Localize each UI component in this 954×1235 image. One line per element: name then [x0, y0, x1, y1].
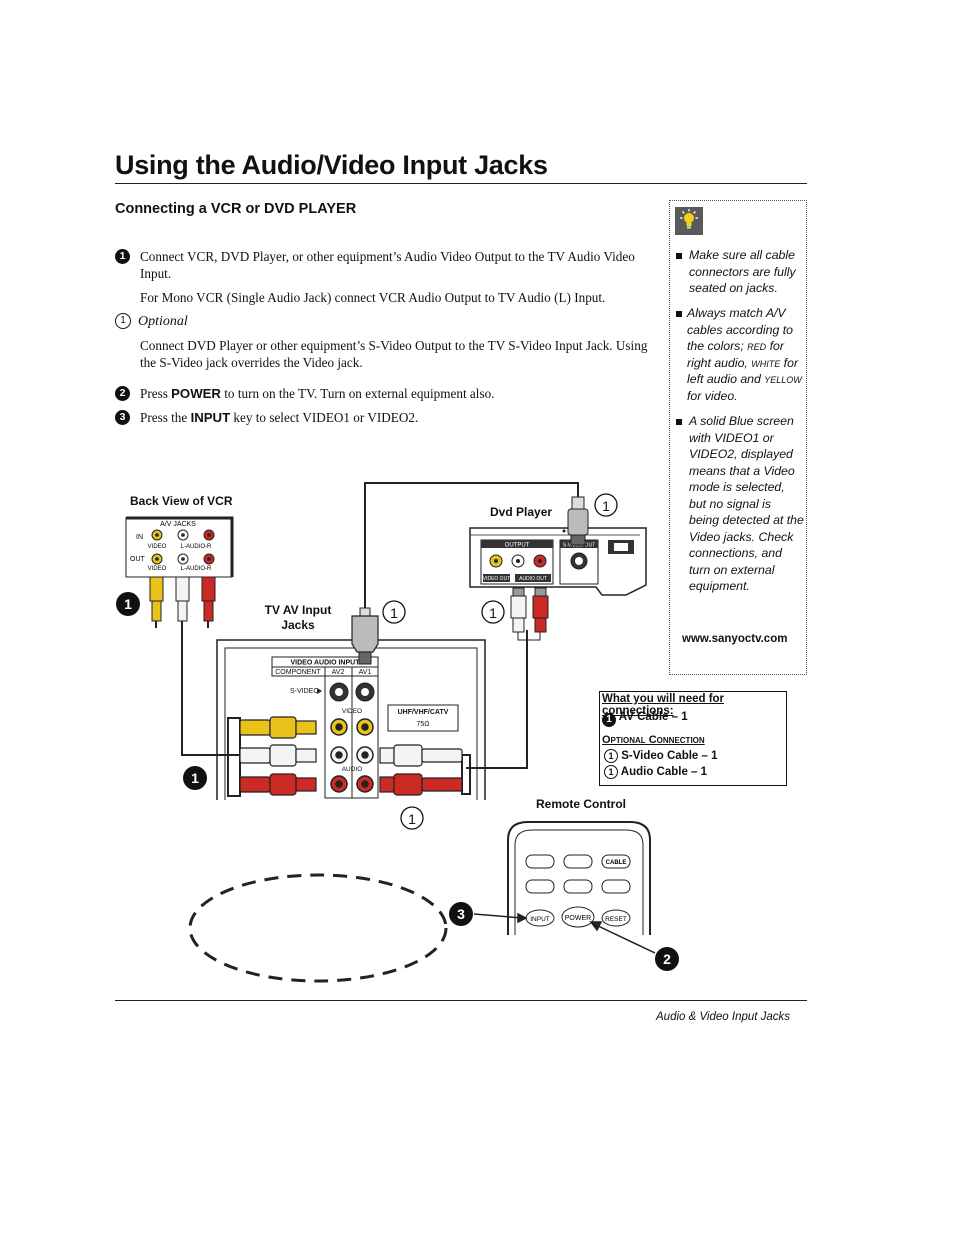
svg-text:AV1: AV1	[359, 669, 372, 676]
svideo-plug-dvd	[567, 496, 589, 546]
svg-text:1: 1	[390, 605, 398, 621]
needs-optional-heading: Optional Connection	[602, 734, 705, 746]
svg-text:VIDEO OUT: VIDEO OUT	[483, 576, 511, 582]
tv-panel	[216, 639, 486, 800]
tv-rca-jacks	[330, 718, 374, 793]
svg-text:1: 1	[191, 770, 199, 786]
svg-text:AUDIO OUT: AUDIO OUT	[519, 576, 547, 582]
power-keyword: POWER	[171, 386, 221, 401]
step-optional-text: Connect DVD Player or other equipment’s …	[140, 338, 648, 370]
footer-rule	[115, 1000, 807, 1001]
dvd-player-panel: OUTPUT VIDEO OUT AUDIO OUT S-VIDEO OUT	[469, 527, 647, 596]
svg-text:VIDEO: VIDEO	[342, 708, 362, 715]
step-1-mono-note: For Mono VCR (Single Audio Jack) connect…	[140, 290, 606, 305]
svg-text:S-VIDEO: S-VIDEO	[290, 688, 319, 695]
svg-text:3: 3	[457, 906, 465, 922]
needs-audio-cable: 1 Audio Cable – 1	[604, 765, 707, 779]
svg-text:L-AUDIO-R: L-AUDIO-R	[181, 566, 212, 572]
svg-text:AV2: AV2	[332, 669, 345, 676]
needs-box: What you will need for connections: 1 AV…	[599, 691, 787, 786]
tip-color-match: Always match A/V cables according to the…	[670, 305, 804, 404]
vcr-plugs-into-tv	[227, 716, 317, 797]
lightbulb-icon	[675, 207, 703, 235]
remote-power-button	[561, 906, 595, 928]
remote-control-label: Remote Control	[536, 797, 626, 811]
step-3-post: key to select VIDEO1 or VIDEO2.	[230, 410, 419, 425]
svg-text:RESET: RESET	[605, 916, 627, 923]
tip-cable-seating: Make sure all cable connectors are fully…	[670, 247, 804, 297]
remote-control: CABLE INPUT POWER RESET	[507, 821, 651, 935]
section-subtitle: Connecting a VCR or DVD PLAYER	[115, 201, 357, 217]
dvd-plugs-into-tv	[379, 744, 471, 796]
remote-cable-button	[601, 854, 631, 869]
svg-text:2: 2	[663, 951, 671, 967]
step-optional: 1 Optional	[115, 313, 655, 330]
svg-text:1: 1	[124, 596, 132, 612]
svg-text:AUDIO: AUDIO	[342, 766, 363, 773]
remote-arrows	[473, 912, 656, 954]
svg-text:75Ω: 75Ω	[416, 721, 429, 728]
svg-text:1: 1	[602, 498, 610, 514]
optional-marker: 1	[115, 313, 131, 329]
vcr-panel-title: A/V JACKS	[160, 521, 196, 528]
step-2-post: to turn on the TV. Turn on external equi…	[220, 386, 495, 401]
step-1: 1 Connect VCR, DVD Player, or other equi…	[115, 248, 655, 282]
optional-heading: Optional	[138, 314, 188, 329]
step-2-pre: Press	[140, 386, 172, 401]
svg-text:INPUT: INPUT	[530, 916, 550, 923]
svg-text:OUT: OUT	[130, 556, 146, 563]
needs-svideo-cable: 1 S-Video Cable – 1	[604, 749, 718, 763]
tips-panel: Make sure all cable connectors are fully…	[669, 200, 807, 675]
svg-text:UHF/VHF/CATV: UHF/VHF/CATV	[398, 709, 449, 716]
svideo-plug-tv	[351, 607, 379, 665]
remote-reset-button	[601, 909, 631, 927]
svg-text:VIDEO: VIDEO	[148, 544, 167, 550]
svideo-cable	[364, 482, 579, 610]
title-rule	[115, 183, 807, 184]
tv-svideo-jacks	[329, 682, 375, 702]
callouts: 1 1 1 1 1 1 3 2	[116, 493, 679, 971]
svg-text:1: 1	[408, 811, 416, 827]
step-3-pre: Press the	[140, 410, 191, 425]
step-3: 3 Press the INPUT key to select VIDEO1 o…	[115, 409, 655, 426]
step-1-marker: 1	[115, 249, 130, 264]
svg-text:POWER: POWER	[565, 915, 591, 922]
vcr-label: Back View of VCR	[130, 494, 233, 508]
page-title: Using the Audio/Video Input Jacks	[115, 150, 548, 180]
dashed-callout-ellipse	[188, 873, 448, 983]
needs-av-cable: 1 AV Cable – 1	[602, 711, 688, 727]
svg-text:CABLE: CABLE	[606, 860, 627, 866]
step-2: 2 Press POWER to turn on the TV. Turn on…	[115, 385, 655, 402]
vcr-video-cable	[181, 625, 240, 756]
step-2-marker: 2	[115, 386, 130, 401]
website-link[interactable]: www.sanyoctv.com	[682, 633, 788, 645]
svg-text:VIDEO: VIDEO	[148, 566, 167, 572]
svg-text:VIDEO AUDIO INPUT: VIDEO AUDIO INPUT	[291, 660, 361, 667]
page-footer: Audio & Video Input Jacks	[656, 1011, 791, 1023]
svg-text:1: 1	[489, 605, 497, 621]
tv-panel-labels: VIDEO AUDIO INPUT COMPONENT AV2 AV1 S-VI…	[275, 660, 448, 774]
tip-blue-screen: A solid Blue screen with VIDEO1 or VIDEO…	[670, 413, 804, 595]
svg-text:COMPONENT: COMPONENT	[275, 669, 321, 676]
needs-header: What you will need for connections:	[602, 693, 725, 717]
step-1-text: Connect VCR, DVD Player, or other equipm…	[140, 249, 635, 281]
svg-text:OUTPUT: OUTPUT	[505, 543, 530, 549]
tv-av-input-label: TV AV Input Jacks	[264, 603, 332, 632]
vcr-panel: A/V JACKS IN OUT VIDEO L-AUDIO-R VIDEO L…	[125, 516, 234, 628]
dvd-audio-cable	[466, 630, 528, 769]
svg-text:L-AUDIO-R: L-AUDIO-R	[181, 544, 212, 550]
dvd-audio-plugs	[510, 587, 549, 641]
input-keyword: INPUT	[190, 410, 231, 425]
svg-text:IN: IN	[136, 534, 143, 541]
dvd-label: Dvd Player	[490, 505, 553, 519]
step-3-marker: 3	[115, 410, 130, 425]
